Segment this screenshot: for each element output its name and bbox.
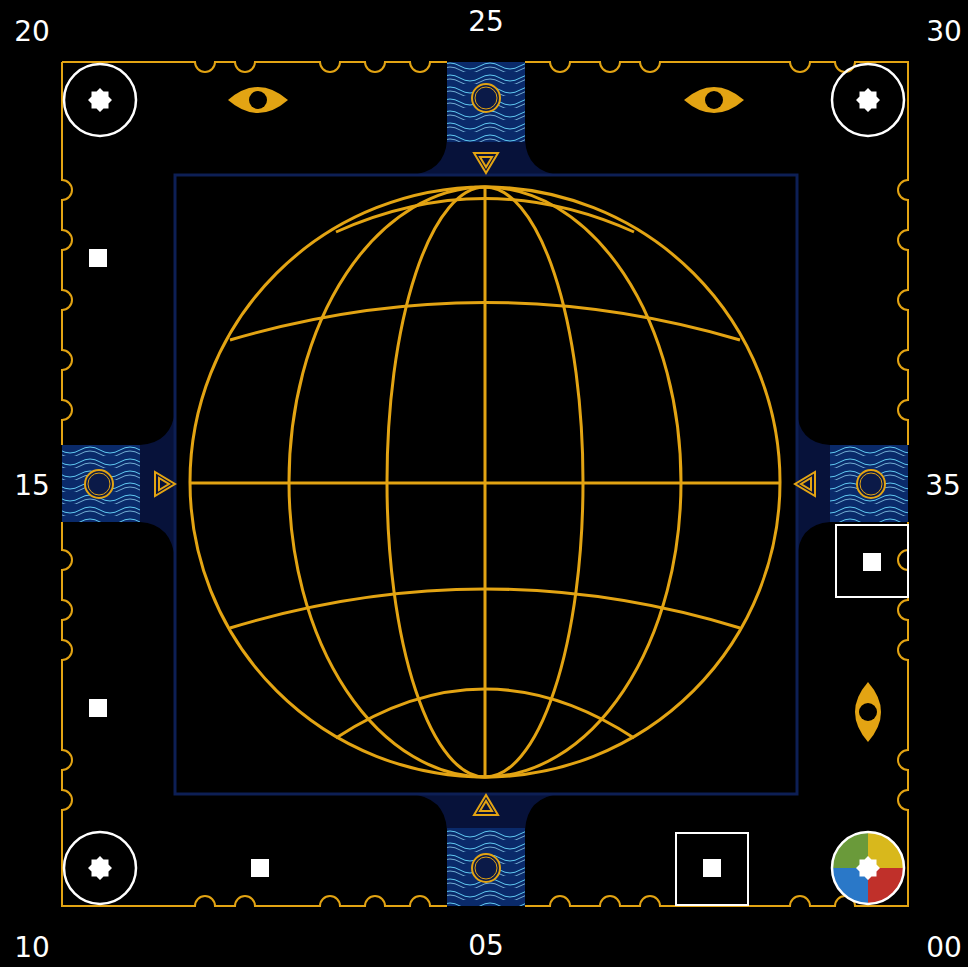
track-number: 20 — [14, 18, 50, 46]
track-number: 00 — [926, 934, 962, 962]
track-number: 15 — [14, 472, 50, 500]
track-number: 35 — [925, 472, 961, 500]
track-number: 25 — [468, 8, 504, 36]
track-number: 10 — [14, 934, 50, 962]
track-number: 05 — [468, 932, 504, 960]
track-number: 30 — [926, 18, 962, 46]
